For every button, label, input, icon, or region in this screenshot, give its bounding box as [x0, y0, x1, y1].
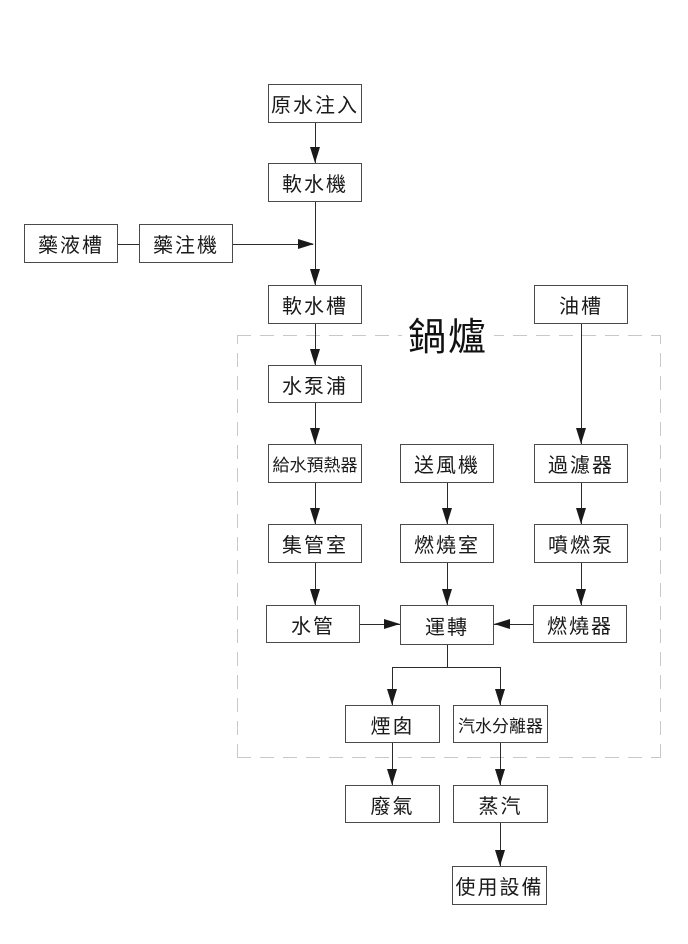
node-soft-water-tank: 軟水槽: [268, 285, 362, 324]
arrowhead-into-watertubes: [310, 589, 320, 605]
node-water-softener: 軟水機: [268, 163, 362, 202]
connector-burner-operation: [494, 624, 533, 625]
arrowhead-into-preheater: [310, 428, 320, 444]
connector-header-watertubes: [315, 563, 316, 605]
connector-split-horizontal: [392, 667, 501, 668]
node-waste-gas: 廢氣: [345, 785, 440, 823]
arrowhead-into-combustion: [442, 508, 452, 524]
node-water-pump: 水泵浦: [268, 365, 362, 403]
arrowhead-into-wastegas: [387, 769, 397, 785]
connector-steam-equipment: [500, 823, 501, 866]
connector-watertubes-operation: [360, 624, 400, 625]
connector-blower-combustion: [447, 483, 448, 524]
node-feedwater-preheater: 給水預熱器: [268, 444, 362, 483]
connector-softtank-pump: [315, 324, 316, 365]
arrowhead-into-operation: [442, 589, 452, 605]
connector-separator-steam: [500, 743, 501, 785]
node-burner: 燃燒器: [533, 605, 627, 643]
arrowhead-into-operation-right: [494, 619, 510, 629]
node-using-equipment: 使用設備: [452, 866, 547, 905]
connector-injector-junction: [233, 244, 313, 245]
arrowhead-into-operation-left: [384, 619, 400, 629]
arrowhead-into-chimney: [387, 689, 397, 705]
connector-preheater-header: [315, 483, 316, 524]
connector-burnerpump-burner: [581, 563, 582, 605]
arrowhead-into-filter: [576, 428, 586, 444]
connector-oiltank-filter: [581, 324, 582, 444]
node-water-tubes: 水管: [266, 605, 360, 643]
connector-pump-preheater: [315, 403, 316, 444]
connector-chemtank-injector: [118, 244, 139, 245]
connector-rawwater-softener: [315, 123, 316, 163]
connector-softener-softtank: [315, 202, 316, 285]
node-blower: 送風機: [400, 444, 494, 483]
arrowhead-into-burnerpump: [576, 508, 586, 524]
connector-split-chimney: [392, 667, 393, 705]
node-oil-filter: 過濾器: [534, 444, 628, 483]
arrowhead-into-separator: [495, 689, 505, 705]
node-burner-pump: 噴燃泵: [534, 524, 628, 563]
node-steam: 蒸汽: [453, 785, 548, 823]
connector-operation-split: [447, 645, 448, 667]
arrowhead-into-junction: [298, 239, 314, 249]
node-combustion-chamber: 燃燒室: [400, 524, 494, 563]
node-operation: 運轉: [400, 605, 494, 645]
node-header-room: 集管室: [268, 524, 362, 563]
arrowhead-into-pump: [310, 349, 320, 365]
arrowhead-into-burner: [576, 589, 586, 605]
arrowhead-into-softener: [310, 147, 320, 163]
node-chemical-tank: 藥液槽: [24, 224, 118, 263]
arrowhead-into-header: [310, 508, 320, 524]
node-raw-water-inlet: 原水注入: [268, 84, 362, 123]
boiler-section-title: 鍋爐: [402, 317, 495, 360]
connector-chimney-wastegas: [392, 743, 393, 785]
arrowhead-into-steam: [495, 769, 505, 785]
arrowhead-into-softtank: [310, 269, 320, 285]
node-steam-separator: 汽水分離器: [453, 705, 548, 743]
node-chimney: 煙囱: [345, 705, 440, 743]
node-chemical-injector: 藥注機: [139, 224, 233, 263]
arrowhead-into-equipment: [495, 850, 505, 866]
connector-combustion-operation: [447, 563, 448, 605]
connector-filter-burnerpump: [581, 483, 582, 524]
node-oil-tank: 油槽: [534, 285, 628, 324]
connector-split-separator: [500, 667, 501, 705]
